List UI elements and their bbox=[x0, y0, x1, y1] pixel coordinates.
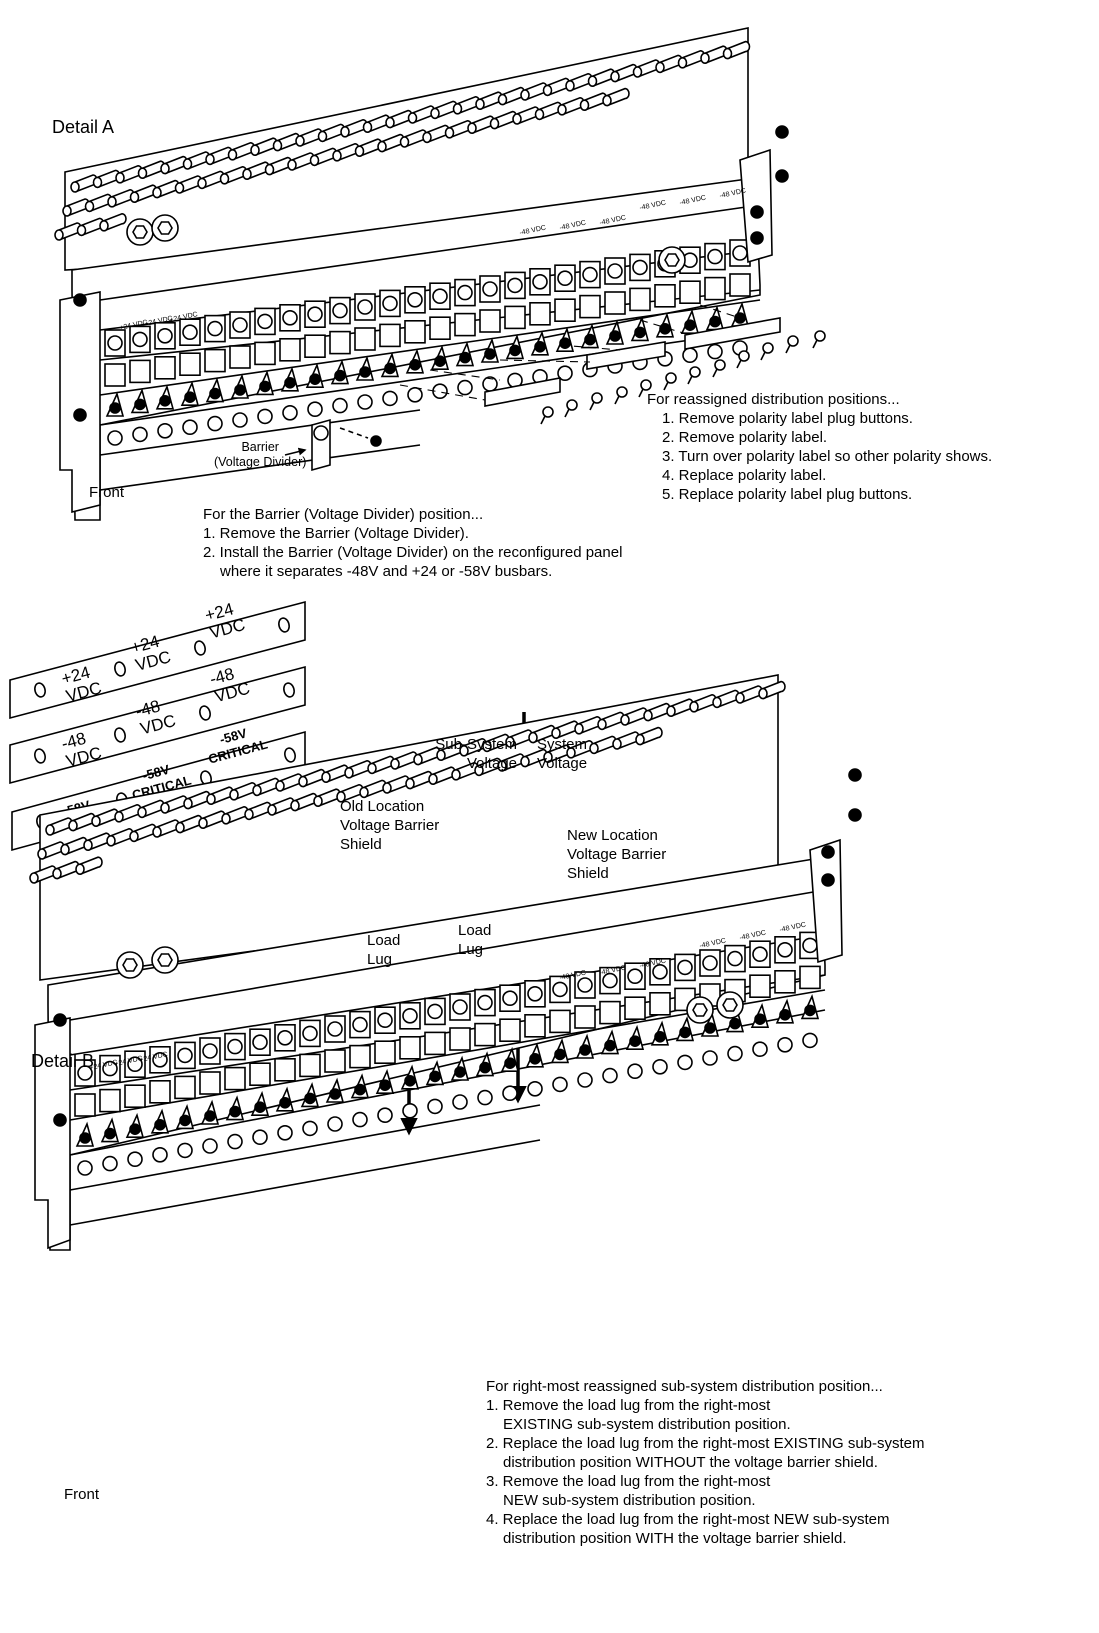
old-location-line: Old Location bbox=[340, 798, 425, 815]
barrier-step: 2. Install the Barrier (Voltage Divider)… bbox=[203, 544, 623, 561]
reassigned-step: 2. Remove polarity label. bbox=[662, 429, 828, 446]
sub-system-heading: For right-most reassigned sub-system dis… bbox=[486, 1378, 883, 1395]
barrier-heading: For the Barrier (Voltage Divider) positi… bbox=[203, 506, 484, 523]
sub-system-step: distribution position WITHOUT the voltag… bbox=[503, 1454, 878, 1471]
barrier-instructions: For the Barrier (Voltage Divider) positi… bbox=[203, 505, 622, 581]
sub-system-step: distribution position WITH the voltage b… bbox=[503, 1530, 847, 1547]
load-lug-label-old: Load Lug bbox=[367, 931, 400, 969]
old-location-line: Voltage Barrier bbox=[340, 817, 440, 834]
load-line: Load bbox=[458, 922, 492, 939]
barrier-step: where it separates -48V and +24 or -58V … bbox=[220, 563, 553, 580]
panel-detail-a bbox=[54, 27, 826, 521]
reassigned-step: 5. Replace polarity label plug buttons. bbox=[662, 486, 913, 503]
sub-system-step: EXISTING sub-system distribution positio… bbox=[503, 1416, 791, 1433]
reassigned-heading: For reassigned distribution positions... bbox=[647, 391, 900, 408]
new-location-line: Voltage Barrier bbox=[567, 846, 667, 863]
barrier-callout-line-1: Barrier bbox=[241, 440, 279, 454]
sub-system-step: NEW sub-system distribution position. bbox=[503, 1492, 756, 1509]
sub-system-step: 3. Remove the load lug from the right-mo… bbox=[486, 1473, 771, 1490]
system-voltage-label: System Voltage bbox=[537, 735, 587, 773]
reassigned-step: 4. Replace polarity label. bbox=[662, 467, 827, 484]
reassigned-instructions: For reassigned distribution positions...… bbox=[647, 390, 992, 504]
sub-system-step: 1. Remove the load lug from the right-mo… bbox=[486, 1397, 771, 1414]
sub-system-step: 2. Replace the load lug from the right-m… bbox=[486, 1435, 925, 1452]
lug-line: Lug bbox=[367, 951, 393, 968]
new-location-label: New Location Voltage Barrier Shield bbox=[567, 826, 666, 883]
detail-b-front-label: Front bbox=[64, 1486, 100, 1503]
reassigned-step: 3. Turn over polarity label so other pol… bbox=[662, 448, 993, 465]
lug-line: Lug bbox=[458, 941, 484, 958]
sub-system-step: 4. Replace the load lug from the right-m… bbox=[486, 1511, 890, 1528]
voltage-line: Voltage bbox=[466, 755, 517, 772]
voltage-line: Voltage bbox=[537, 755, 588, 772]
detail-a-title: Detail A bbox=[52, 117, 115, 137]
sub-system-instructions: For right-most reassigned sub-system dis… bbox=[486, 1377, 925, 1548]
detail-a-front-label: Front bbox=[89, 484, 125, 501]
sub-system-line: Sub-System bbox=[435, 736, 517, 753]
sub-system-voltage-label: Sub-System Voltage bbox=[425, 735, 517, 773]
detail-b-title: Detail B bbox=[31, 1051, 95, 1071]
barrier-step: 1. Remove the Barrier (Voltage Divider). bbox=[203, 525, 469, 542]
new-location-line: New Location bbox=[567, 827, 658, 844]
old-location-line: Shield bbox=[340, 836, 382, 853]
panel-detail-b bbox=[29, 674, 862, 1251]
barrier-callout: Barrier (Voltage Divider) bbox=[214, 440, 306, 470]
svg-text:-58V: -58V bbox=[141, 762, 172, 784]
system-line: System bbox=[537, 736, 588, 753]
svg-text:-58V: -58V bbox=[218, 725, 249, 747]
load-line: Load bbox=[367, 932, 401, 949]
old-location-label: Old Location Voltage Barrier Shield bbox=[340, 797, 439, 854]
barrier-callout-line-2: (Voltage Divider) bbox=[214, 455, 307, 469]
new-location-line: Shield bbox=[567, 865, 609, 882]
reassigned-step: 1. Remove polarity label plug buttons. bbox=[662, 410, 913, 427]
load-lug-label-new: Load Lug bbox=[458, 921, 491, 959]
